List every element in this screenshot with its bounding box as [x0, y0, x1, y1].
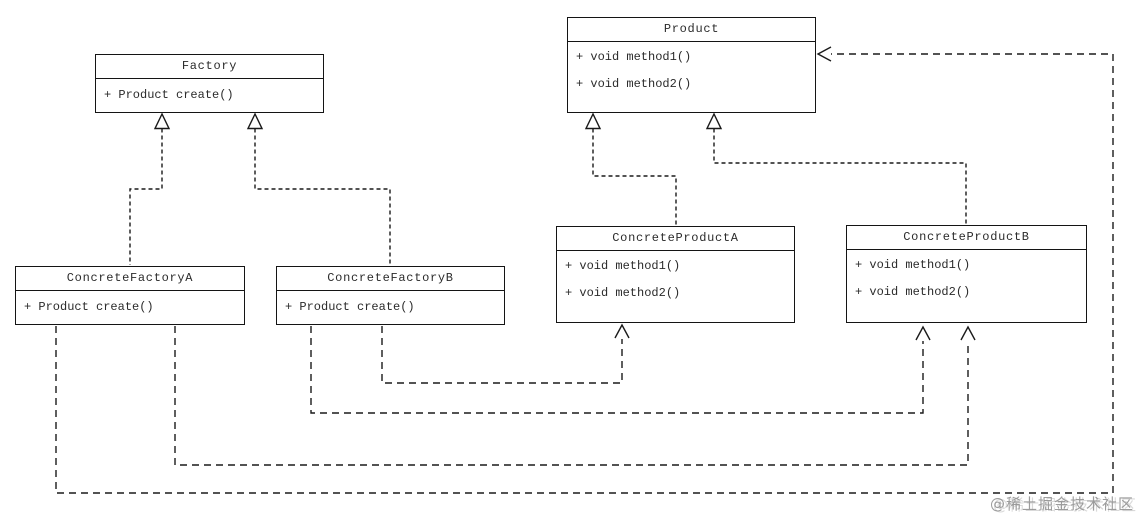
member-factory-create: + Product create()	[104, 88, 234, 102]
member-concretefactoryb-create: + Product create()	[285, 300, 415, 314]
class-box-concretefactoryb: ConcreteFactoryB + Product create()	[276, 266, 505, 325]
class-box-concretefactorya: ConcreteFactoryA + Product create()	[15, 266, 245, 325]
watermark-text: @稀土掘金技术社区	[989, 495, 1134, 513]
class-box-product: Product + void method1() + void method2(…	[567, 17, 816, 113]
realization-concretefactoryb-to-factory	[246, 112, 391, 265]
dependency-concretefactorya-to-product	[55, 46, 1114, 494]
realization-concretefactorya-to-factory	[129, 112, 171, 265]
realization-concreteproducta-to-product	[584, 112, 677, 225]
class-title-product: Product	[568, 18, 815, 42]
class-title-concretefactorya: ConcreteFactoryA	[16, 267, 244, 291]
dependency-concretefactoryb-to-concreteproducta	[381, 323, 630, 384]
member-concreteproductb-method2: + void method2()	[855, 285, 971, 299]
class-title-concreteproducta: ConcreteProductA	[557, 227, 794, 251]
dependency-concretefactorya-to-concreteproductb	[174, 325, 976, 466]
class-box-factory: Factory + Product create()	[95, 54, 324, 113]
class-box-concreteproductb: ConcreteProductB + void method1() + void…	[846, 225, 1087, 323]
member-product-method2: + void method2()	[576, 77, 692, 91]
member-concreteproducta-method1: + void method1()	[565, 259, 681, 273]
class-box-concreteproducta: ConcreteProductA + void method1() + void…	[556, 226, 795, 323]
class-title-concreteproductb: ConcreteProductB	[847, 226, 1086, 250]
dependency-concretefactoryb-to-concreteproductb	[310, 325, 931, 414]
class-title-concretefactoryb: ConcreteFactoryB	[277, 267, 504, 291]
member-product-method1: + void method1()	[576, 50, 692, 64]
member-concreteproductb-method1: + void method1()	[855, 258, 971, 272]
class-title-factory: Factory	[96, 55, 323, 79]
member-concretefactorya-create: + Product create()	[24, 300, 154, 314]
realization-concreteproductb-to-product	[705, 112, 967, 224]
member-concreteproducta-method2: + void method2()	[565, 286, 681, 300]
